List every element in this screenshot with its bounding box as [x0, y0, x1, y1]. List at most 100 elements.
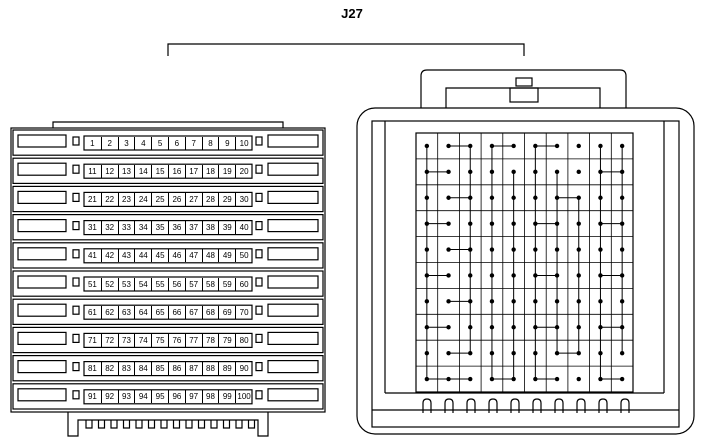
cavity-dot	[619, 247, 625, 252]
pin-label: 68	[201, 305, 219, 319]
cavity-dot	[446, 273, 451, 278]
row-right-key	[255, 333, 263, 343]
pin-label: 62	[100, 305, 118, 319]
pin-label: 34	[134, 221, 151, 235]
cavity-dot	[619, 325, 625, 330]
row-left-tab	[17, 190, 67, 204]
pin-label: 14	[134, 164, 151, 178]
cavity-dot	[598, 376, 603, 382]
cavity-dot	[511, 273, 516, 278]
row-right-key	[255, 221, 263, 231]
pin-label: 39	[218, 221, 235, 235]
cavity-dot	[533, 195, 538, 200]
cavity-dot	[424, 350, 430, 356]
pin-label: 42	[100, 249, 118, 263]
pin-label: 74	[134, 333, 151, 347]
pin-label: 75	[151, 333, 168, 347]
pin-label: 97	[184, 390, 202, 404]
cavity-dot	[619, 350, 625, 356]
pin-label: 10	[235, 136, 252, 150]
cavity-dot	[619, 299, 625, 304]
bottom-slot	[532, 398, 542, 413]
row-left-key	[72, 333, 80, 343]
pin-label: 8	[201, 136, 219, 150]
cavity-dot	[554, 350, 560, 356]
cavity-dot	[598, 299, 603, 304]
pin-label: 4	[134, 136, 151, 150]
cavity-dot	[446, 221, 451, 226]
pin-label: 92	[100, 390, 118, 404]
row-left-key	[72, 249, 80, 259]
cavity-dot	[554, 169, 560, 175]
wire-side-housing	[356, 107, 695, 435]
pin-label: 82	[100, 362, 118, 376]
pin-label: 96	[168, 390, 185, 404]
cavity-dot	[511, 376, 516, 382]
row-right-tab	[267, 303, 319, 317]
cavity-dot	[533, 143, 538, 149]
pin-label: 46	[168, 249, 185, 263]
cavity-dot	[424, 273, 430, 278]
cavity-dot	[554, 299, 560, 304]
connector-housing	[10, 127, 326, 413]
pin-label: 79	[218, 333, 235, 347]
terminal-side-view	[10, 121, 326, 437]
pin-label: 49	[218, 249, 235, 263]
connector-title: J27	[341, 6, 363, 21]
cavity-dot	[424, 325, 430, 330]
pin-label: 38	[201, 221, 219, 235]
cavity-dot	[468, 195, 473, 200]
cavity-dot	[424, 221, 430, 226]
pin-label: 13	[117, 164, 135, 178]
cavity-dot	[533, 169, 538, 175]
pin-label: 88	[201, 362, 219, 376]
pin-label: 50	[235, 249, 252, 263]
row-left-key	[72, 305, 80, 315]
row-right-tab	[267, 247, 319, 261]
pin-label: 1	[90, 138, 95, 148]
pin-row-frame	[12, 129, 324, 156]
pin-label: 21	[87, 194, 97, 204]
pin-label: 76	[168, 333, 185, 347]
pin-label: 54	[134, 277, 151, 291]
cavity-dot	[468, 169, 473, 175]
pin-label: 30	[235, 192, 252, 206]
cavity-dot	[468, 273, 473, 278]
pin-label: 19	[218, 164, 235, 178]
pin-label: 95	[151, 390, 168, 404]
cavity-dot	[576, 195, 581, 200]
pin-label: 31	[87, 223, 97, 233]
cavity-dot	[511, 325, 516, 330]
pin-label: 33	[117, 221, 135, 235]
pin-label: 94	[134, 390, 151, 404]
pin-label: 55	[151, 277, 168, 291]
cavity-dot	[489, 195, 495, 200]
cavity-dot	[619, 376, 625, 382]
pin-row-frame	[12, 157, 324, 184]
pin-label: 5	[151, 136, 168, 150]
pin-strip	[83, 389, 253, 405]
cavity-dot	[511, 247, 516, 252]
pin-label: 15	[151, 164, 168, 178]
cavity-dot	[489, 273, 495, 278]
pin-label: 51	[87, 279, 97, 289]
pin-label: 6	[168, 136, 185, 150]
pin-label: 85	[151, 362, 168, 376]
pin-label: 17	[184, 164, 202, 178]
lock-tab-inner	[445, 87, 601, 108]
pin-strip	[83, 163, 253, 179]
cavity-dot	[489, 376, 495, 382]
row-right-key	[255, 305, 263, 315]
pin-strip	[83, 304, 253, 320]
cavity-dot	[554, 221, 560, 226]
pin-label: 77	[184, 333, 202, 347]
row-right-key	[255, 164, 263, 174]
pin-label: 18	[201, 164, 219, 178]
pin-label: 24	[134, 192, 151, 206]
pin-label: 70	[235, 305, 252, 319]
pin-label: 60	[235, 277, 252, 291]
cavity-dot	[576, 273, 581, 278]
cavity-dot	[511, 169, 516, 175]
foot-tooth	[135, 420, 143, 429]
cavity-dot	[468, 376, 473, 382]
